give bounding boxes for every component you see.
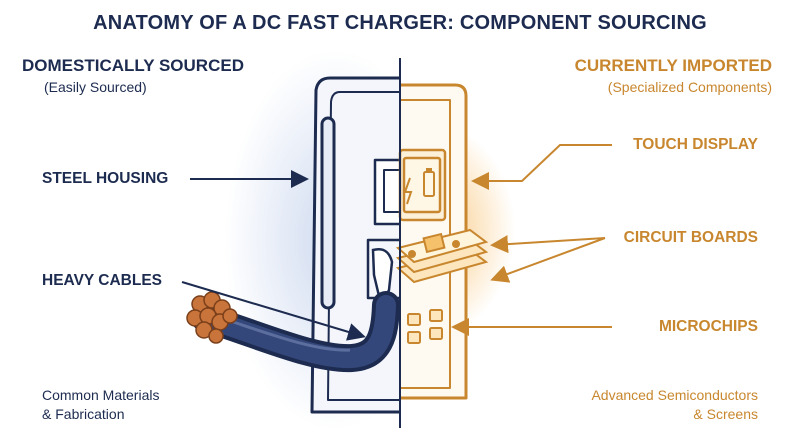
copper-strands <box>186 291 238 344</box>
circuit-boards <box>395 228 489 284</box>
left-footer: Common Materials & Fabrication <box>42 386 159 424</box>
label-circuit-boards: CIRCUIT BOARDS <box>623 229 758 246</box>
touch-display <box>398 148 447 222</box>
right-heading: CURRENTLY IMPORTED <box>574 56 772 75</box>
microchips <box>407 309 443 344</box>
arrow-touch-display <box>471 144 612 190</box>
right-footer: Advanced Semiconductors & Screens <box>591 386 758 424</box>
right-footer-line2: & Screens <box>693 406 758 422</box>
arrow-heavy-cables <box>181 281 366 341</box>
left-footer-line1: Common Materials <box>42 387 160 403</box>
arrow-circuit-boards-2 <box>490 237 606 283</box>
right-footer-line1: Advanced Semiconductors <box>591 387 758 403</box>
arrow-circuit-boards-1 <box>490 235 606 254</box>
left-subheading: (Easily Sourced) <box>44 79 147 95</box>
left-heading: DOMESTICALLY SOURCED <box>22 56 244 75</box>
label-heavy-cables: HEAVY CABLES <box>42 272 163 289</box>
left-footer-line2: & Fabrication <box>42 406 125 422</box>
label-steel-housing: STEEL HOUSING <box>42 170 169 187</box>
label-microchips: MICROCHIPS <box>658 318 758 335</box>
page-title: ANATOMY OF A DC FAST CHARGER: COMPONENT … <box>93 12 707 34</box>
right-subheading: (Specialized Components) <box>607 79 772 95</box>
label-touch-display: TOUCH DISPLAY <box>633 136 758 153</box>
